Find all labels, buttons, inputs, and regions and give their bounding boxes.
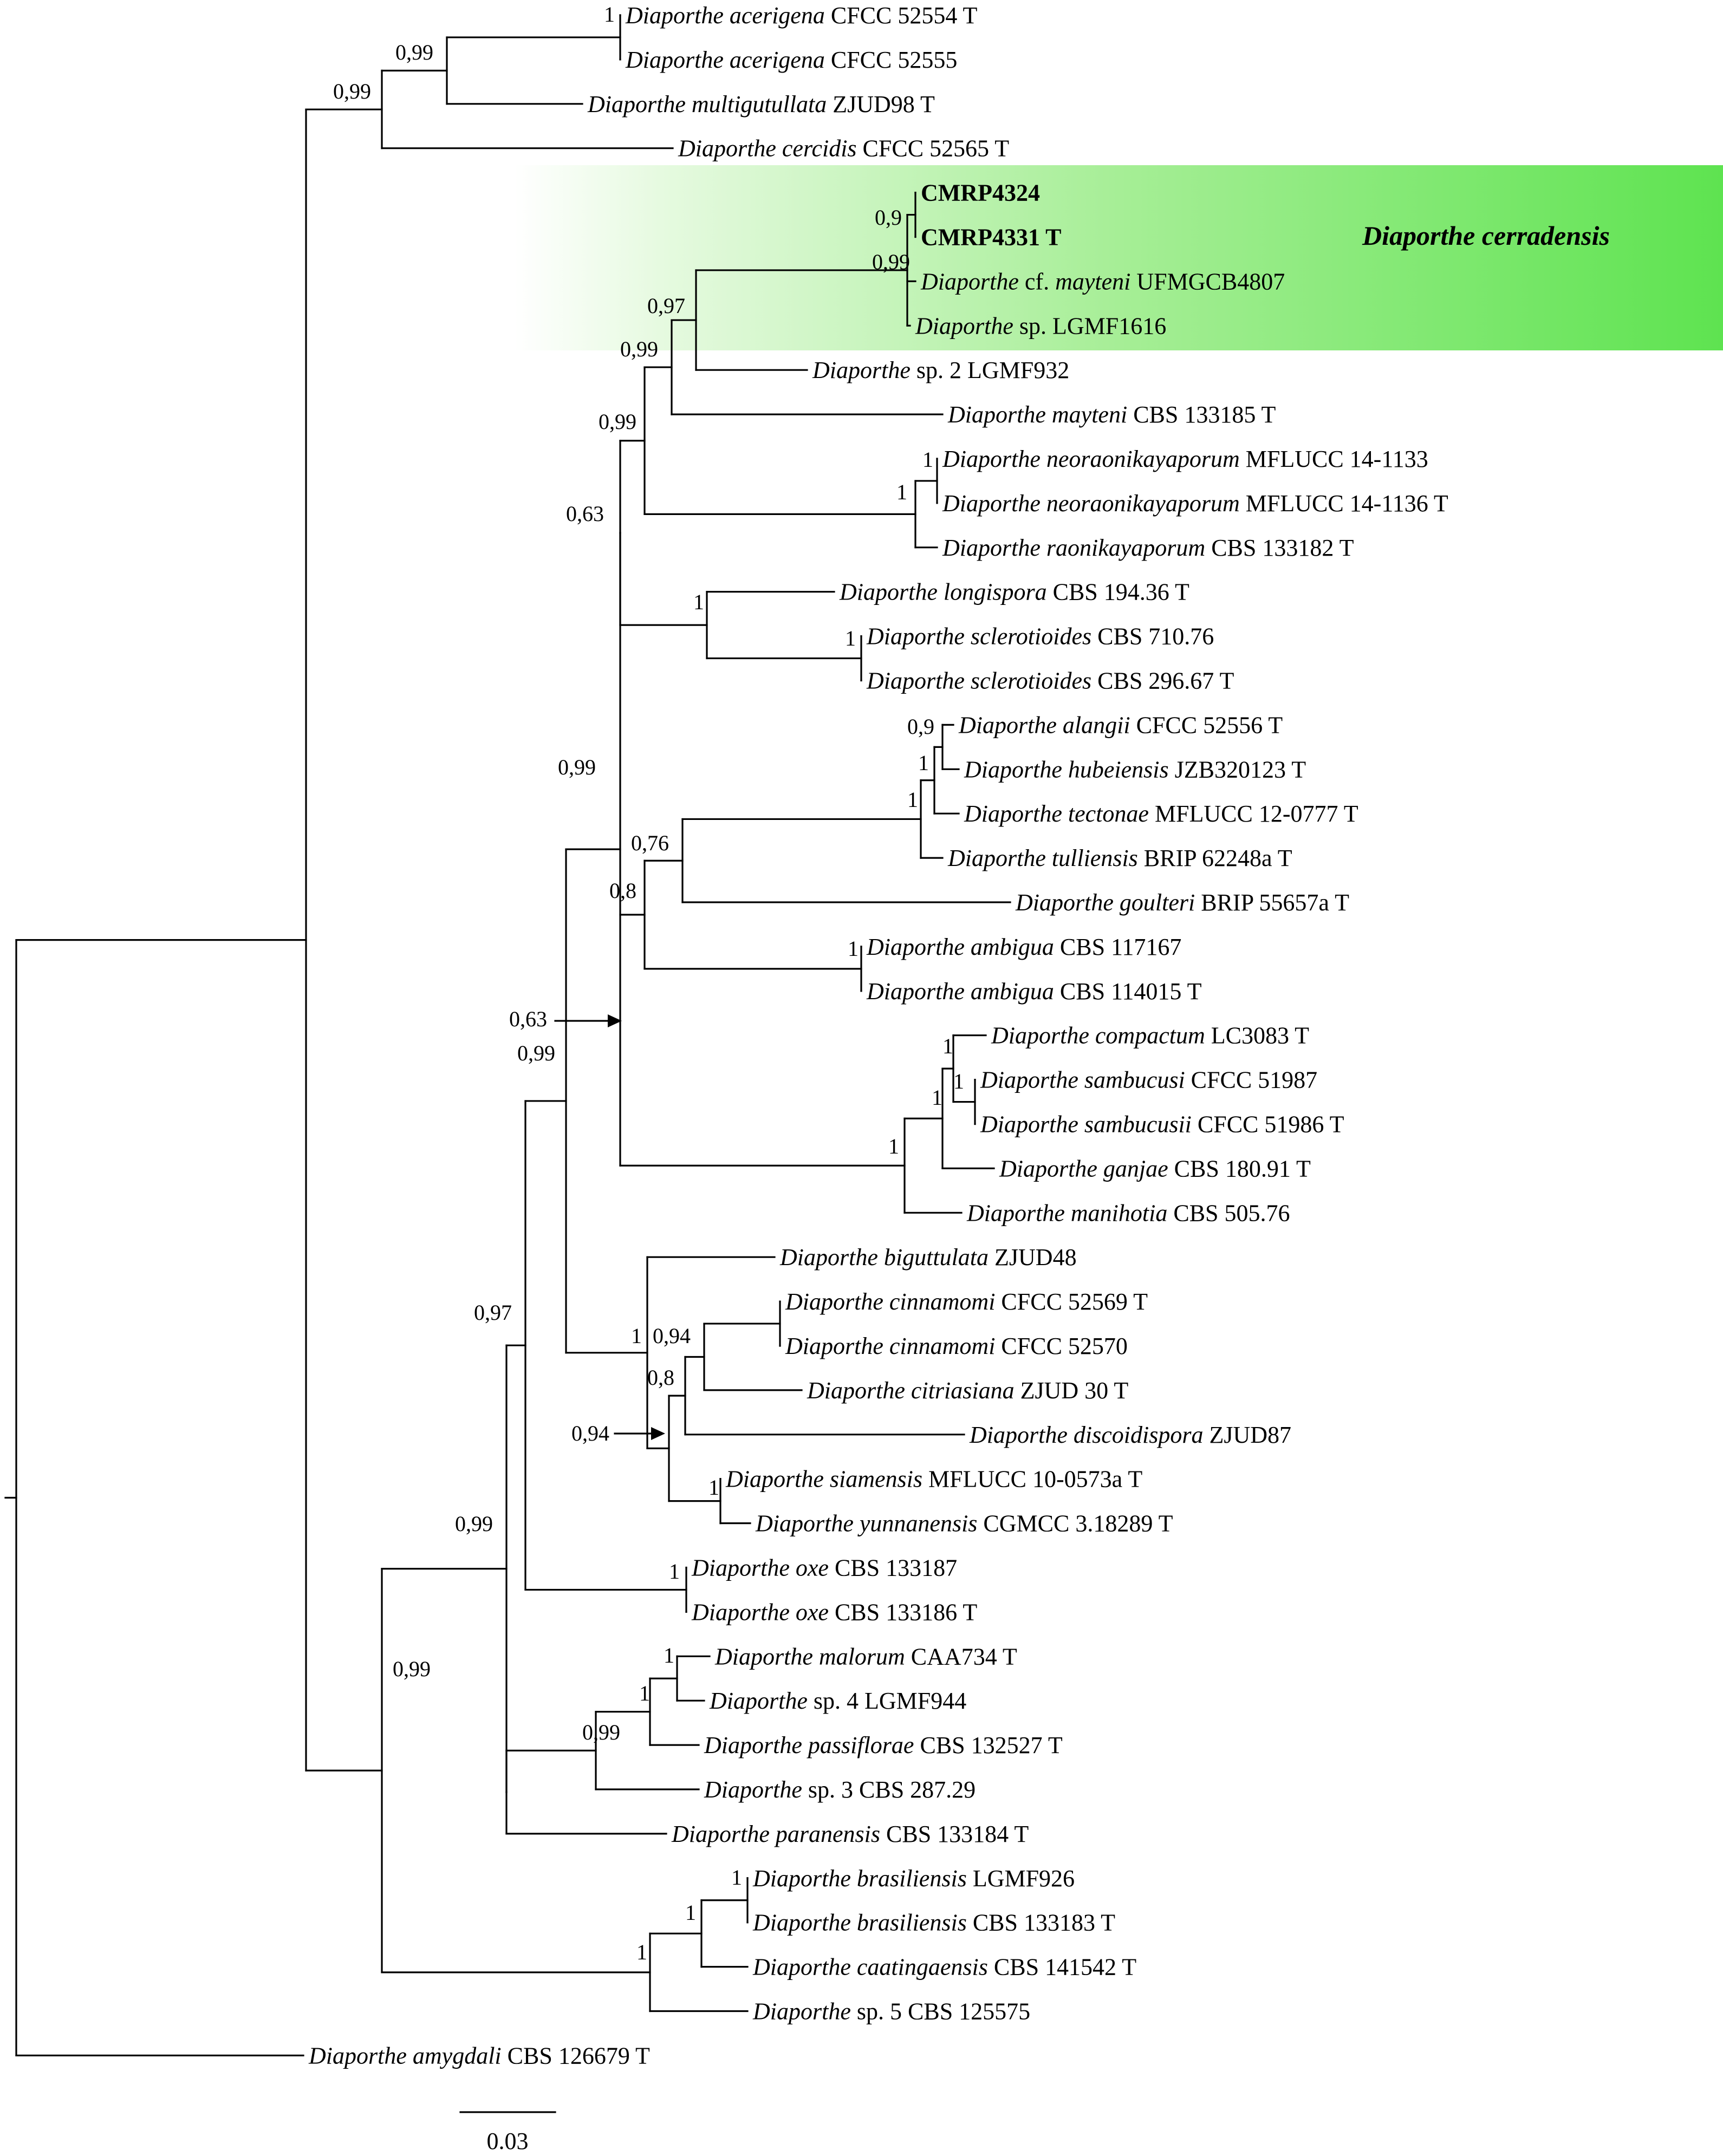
support-value: 1 — [631, 1324, 642, 1348]
support-value: 0,99 — [455, 1512, 493, 1536]
taxon-label: Diaporthe amygdali CBS 126679 T — [308, 2042, 650, 2069]
taxon-label: Diaporthe manihotia CBS 505.76 — [966, 1200, 1290, 1226]
taxon-label: Diaporthe sclerotioides CBS 296.67 T — [866, 668, 1234, 694]
taxon-label: Diaporthe malorum CAA734 T — [714, 1643, 1017, 1670]
taxon-label: CMRP4331 T — [921, 224, 1062, 251]
arrow-icon — [608, 1014, 622, 1027]
taxon-labels: Diaporthe acerigena CFCC 52554 T Diaporth… — [308, 2, 1448, 2069]
support-value: 1 — [693, 590, 704, 614]
taxon-label: Diaporthe caatingaensis CBS 141542 T — [752, 1954, 1136, 1981]
support-value: 1 — [907, 787, 918, 812]
taxon-label: Diaporthe acerigena CFCC 52555 — [625, 47, 957, 73]
support-value: 0,63 — [566, 501, 604, 526]
support-value: 0,9 — [907, 714, 934, 739]
taxon-label: Diaporthe cercidis CFCC 52565 T — [678, 135, 1009, 162]
taxon-label: Diaporthe compactum LC3083 T — [991, 1022, 1309, 1049]
taxon-label: Diaporthe sclerotioides CBS 710.76 — [866, 623, 1214, 650]
taxon-label: Diaporthe biguttulata ZJUD48 — [779, 1244, 1077, 1271]
taxon-label: Diaporthe cinnamomi CFCC 52570 — [785, 1333, 1128, 1359]
support-value: 1 — [922, 447, 933, 472]
support-value: 0,63 — [509, 1007, 547, 1031]
taxon-label: Diaporthe oxe CBS 133186 T — [691, 1599, 977, 1625]
support-value: 1 — [888, 1134, 899, 1158]
taxon-label: Diaporthe sp. LGMF1616 — [915, 312, 1166, 339]
arrow-icon — [651, 1427, 665, 1440]
taxon-label: Diaporthe sambucusii CFCC 51986 T — [980, 1111, 1344, 1138]
support-value: 1 — [685, 1900, 696, 1925]
taxon-label: Diaporthe sp. 3 CBS 287.29 — [704, 1776, 976, 1803]
support-value: 0,8 — [647, 1365, 674, 1390]
taxon-label: Diaporthe multigutullata ZJUD98 T — [587, 91, 935, 118]
support-value: 0,99 — [393, 1657, 431, 1681]
taxon-label: Diaporthe hubeiensis JZB320123 T — [964, 756, 1306, 783]
taxon-label: Diaporthe citriasiana ZJUD 30 T — [807, 1377, 1128, 1404]
support-value: 0,9 — [875, 205, 902, 230]
clade-highlight — [515, 165, 1723, 350]
taxon-label: Diaporthe neoraonikayaporum MFLUCC 14-11… — [942, 490, 1448, 517]
taxon-label: Diaporthe discoidispora ZJUD87 — [969, 1422, 1291, 1448]
support-value: 1 — [604, 2, 615, 27]
taxon-label: Diaporthe ambigua CBS 117167 — [866, 934, 1181, 960]
taxon-label: Diaporthe yunnanensis CGMCC 3.18289 T — [755, 1510, 1173, 1537]
taxon-label: Diaporthe acerigena CFCC 52554 T — [625, 2, 978, 29]
taxon-label: Diaporthe goulteri BRIP 55657a T — [1015, 889, 1349, 916]
support-value: 0,94 — [653, 1324, 691, 1348]
support-value: 1 — [896, 480, 907, 504]
taxon-label: Diaporthe alangii CFCC 52556 T — [958, 712, 1283, 738]
taxon-label: Diaporthe brasiliensis LGMF926 — [752, 1865, 1075, 1892]
taxon-label: Diaporthe sp. 2 LGMF932 — [812, 357, 1069, 383]
taxon-label: Diaporthe mayteni CBS 133185 T — [947, 401, 1276, 428]
clade-label: Diaporthe cerradensis — [1362, 220, 1610, 251]
support-value: 1 — [932, 1085, 942, 1110]
support-value: 0,97 — [647, 294, 685, 318]
support-value: 1 — [636, 1940, 647, 1964]
taxon-label: CMRP4324 — [921, 180, 1040, 206]
support-values: 10,990,990,90,990,970,990,99110,63110,91… — [333, 2, 964, 1964]
taxon-label: Diaporthe brasiliensis CBS 133183 T — [752, 1910, 1115, 1936]
taxon-label: Diaporthe tectonae MFLUCC 12-0777 T — [964, 800, 1358, 827]
taxon-label: Diaporthe ganjae CBS 180.91 T — [999, 1155, 1311, 1182]
support-value: 0,99 — [395, 40, 433, 64]
support-value: 1 — [845, 626, 856, 650]
taxon-label: Diaporthe cf. mayteni UFMGCB4807 — [920, 268, 1285, 295]
support-value: 0,99 — [582, 1720, 620, 1744]
support-value: 1 — [953, 1069, 964, 1093]
taxon-label: Diaporthe sambucusi CFCC 51987 — [980, 1067, 1317, 1093]
taxon-label: Diaporthe tulliensis BRIP 62248a T — [947, 845, 1292, 871]
support-value: 1 — [669, 1559, 680, 1584]
support-value: 1 — [731, 1865, 742, 1890]
support-value: 1 — [664, 1643, 674, 1668]
taxon-label: Diaporthe ambigua CBS 114015 T — [866, 978, 1202, 1005]
support-value: 0,99 — [620, 337, 658, 361]
support-value: 1 — [848, 936, 859, 961]
support-value: 0,99 — [599, 409, 636, 434]
taxon-label: Diaporthe siamensis MFLUCC 10-0573a T — [725, 1466, 1142, 1493]
taxon-label: Diaporthe cinnamomi CFCC 52569 T — [785, 1288, 1148, 1315]
scale-bar-label: 0.03 — [487, 2128, 529, 2154]
support-value: 0,76 — [631, 831, 669, 855]
tree-branches — [4, 14, 1011, 2056]
taxon-label: Diaporthe paranensis CBS 133184 T — [671, 1821, 1029, 1847]
support-value: 0,99 — [333, 79, 371, 103]
support-value: 0,99 — [517, 1041, 555, 1065]
taxon-label: Diaporthe longispora CBS 194.36 T — [839, 579, 1189, 605]
support-value: 1 — [918, 751, 929, 775]
taxon-label: Diaporthe sp. 5 CBS 125575 — [752, 1998, 1030, 2025]
support-value: 0,99 — [872, 250, 910, 274]
taxon-label: Diaporthe oxe CBS 133187 — [691, 1555, 957, 1581]
support-value: 0,8 — [609, 878, 636, 903]
support-value: 0,97 — [474, 1300, 512, 1325]
support-value: 1 — [639, 1681, 650, 1705]
support-value: 0,99 — [558, 755, 596, 779]
taxon-label: Diaporthe raonikayaporum CBS 133182 T — [942, 535, 1354, 561]
taxon-label: Diaporthe sp. 4 LGMF944 — [709, 1688, 966, 1714]
support-value: 1 — [708, 1475, 719, 1500]
taxon-label: Diaporthe passiflorae CBS 132527 T — [704, 1732, 1063, 1758]
support-value: 1 — [942, 1034, 953, 1058]
taxon-label: Diaporthe neoraonikayaporum MFLUCC 14-11… — [942, 446, 1428, 472]
support-value: 0,94 — [571, 1421, 609, 1445]
